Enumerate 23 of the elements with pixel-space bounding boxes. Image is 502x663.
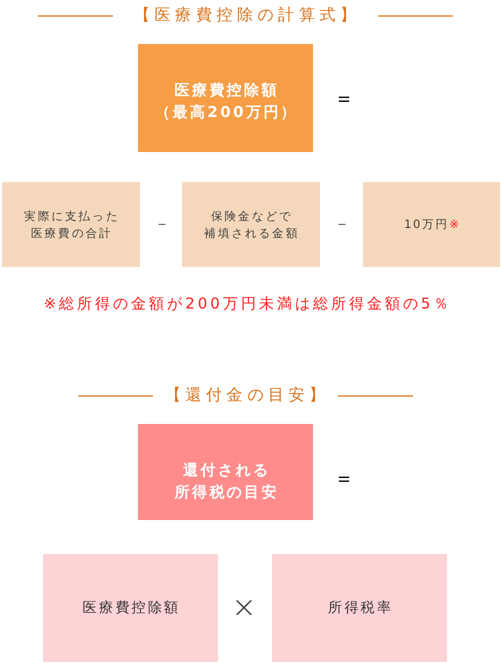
section-heading: 【医療費控除の計算式】 (133, 7, 361, 23)
minus-sign: － (154, 216, 170, 232)
result-text: （最高200万円） (154, 102, 298, 123)
footnote-text: ※総所得の金額が200万円未満は総所得金額の5％ (42, 296, 452, 312)
term-box (182, 182, 320, 267)
term-text: 実際に支払った医療費の合計 (23, 208, 120, 242)
factor-text: 所得税率 (327, 599, 394, 617)
factor-text: 医療費控除額 (82, 599, 181, 617)
result-box (138, 44, 313, 152)
result-text: 還付される所得税の目安 (173, 460, 279, 503)
factor-box (43, 554, 218, 662)
term-text: 10万円※ (403, 216, 460, 233)
equals-sign: ＝ (334, 88, 354, 108)
result-box (138, 424, 313, 520)
factor-box (272, 554, 447, 662)
term-box (2, 182, 140, 267)
term-text: 保険金などで補填される金額 (203, 208, 300, 242)
section-heading: 【還付金の目安】 (164, 387, 330, 403)
minus-sign: － (334, 216, 350, 232)
equals-sign: ＝ (334, 468, 354, 488)
result-text: 医療費控除額 (173, 80, 279, 101)
term-box (363, 182, 500, 267)
times-sign: × (231, 593, 257, 623)
